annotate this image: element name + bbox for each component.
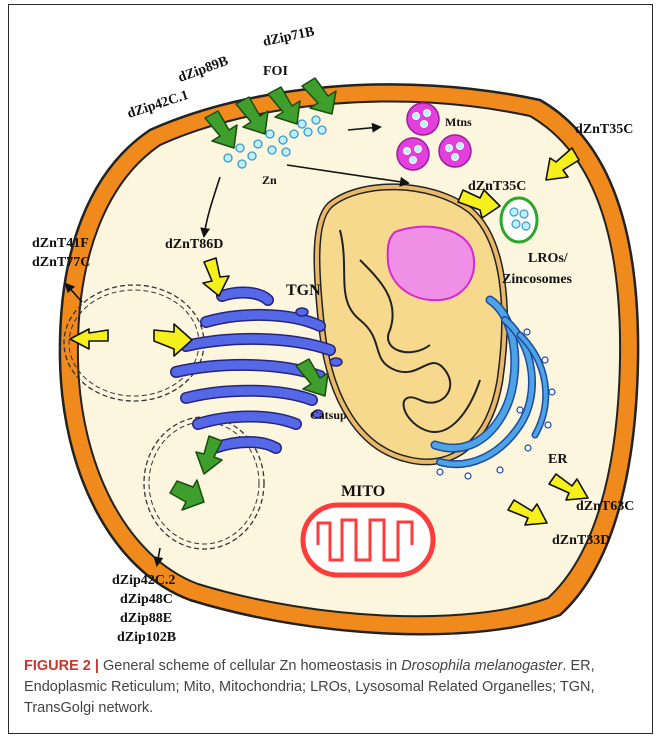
label-zn: Zn	[262, 173, 277, 187]
label-lros: LROs/	[528, 251, 569, 266]
caption-species: Drosophila melanogaster	[401, 658, 562, 674]
caption-title: FIGURE 2 |	[24, 658, 99, 674]
label-mito: MITO	[341, 483, 385, 500]
label-dznt77c: dZnT77C	[32, 255, 90, 270]
figure-caption: FIGURE 2 | General scheme of cellular Zn…	[24, 656, 634, 719]
label-dzip42c2: dZip42C.2	[112, 573, 175, 588]
label-dznt63c: dZnT63C	[576, 499, 634, 514]
label-dznt41f: dZnT41F	[32, 236, 89, 251]
label-dzip71b: dZip71B	[262, 24, 316, 50]
label-foi: FOI	[263, 64, 288, 79]
label-zincosomes: Zincosomes	[502, 272, 573, 287]
caption-text-1: General scheme of cellular Zn homeostasi…	[99, 658, 401, 674]
label-dzip88e: dZip88E	[120, 611, 172, 626]
lro-zincosome	[501, 198, 537, 242]
label-dzip89b: dZip89B	[176, 54, 230, 86]
zn-homeostasis-diagram: dZip71B FOI dZip89B dZip42C.1 Zn Mtns dZ…	[0, 0, 657, 650]
label-dzip102b: dZip102B	[117, 630, 176, 645]
label-dznt35c-lro: dZnT35C	[468, 179, 526, 194]
label-dznt33d: dZnT33D	[552, 533, 610, 548]
label-dzip48c: dZip48C	[120, 592, 173, 607]
label-dznt35c-membrane: dZnT35C	[575, 122, 633, 137]
mitochondrion	[303, 505, 433, 575]
label-catsup: Catsup	[310, 408, 347, 422]
label-mtns: Mtns	[445, 115, 472, 129]
label-dznt86d: dZnT86D	[165, 237, 223, 252]
label-tgn: TGN	[286, 282, 321, 299]
label-er: ER	[548, 452, 568, 467]
